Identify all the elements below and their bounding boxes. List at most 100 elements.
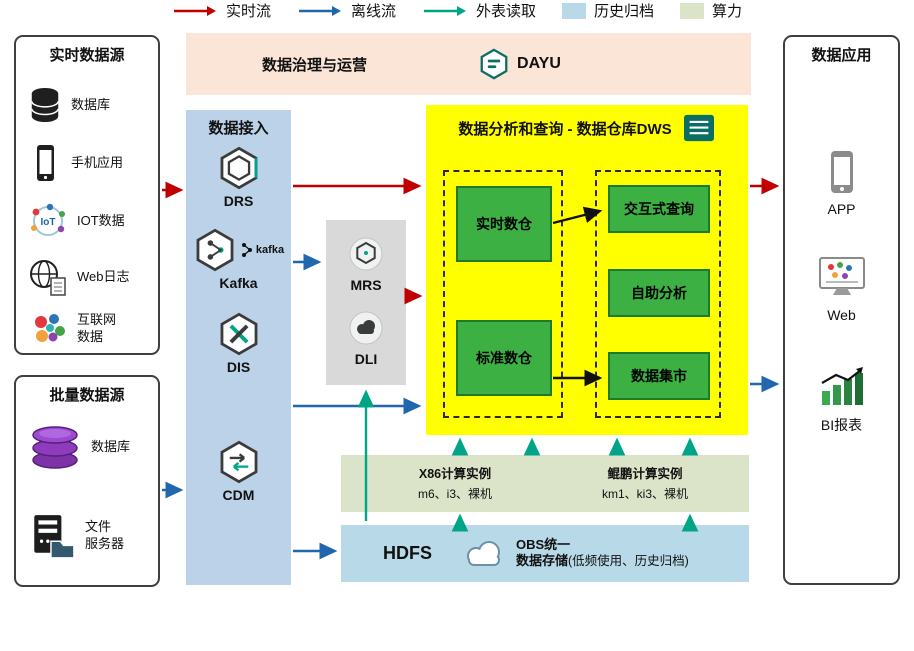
- purple-database-icon: [28, 422, 82, 472]
- dayu-icon: [479, 48, 509, 80]
- source-item-internet-data: 互联网 数据: [28, 303, 116, 355]
- source-item-label: 文件 服务器: [85, 519, 125, 551]
- legend-label: 算力: [712, 3, 743, 20]
- legend-item-realtime: 实时流: [172, 0, 271, 21]
- source-item-label: 手机应用: [71, 154, 124, 170]
- obs-text: OBS统一 数据存储(低频使用、历史归档): [516, 537, 689, 570]
- dws-left-group: 实时数仓 标准数仓: [443, 170, 563, 418]
- node-realtime-warehouse: 实时数仓: [456, 186, 552, 262]
- batch-sources-title: 批量数据源: [49, 387, 125, 404]
- ingestion-title: 数据接入: [208, 120, 269, 137]
- app-item-label: APP: [827, 201, 856, 217]
- internet-data-icon: [28, 310, 68, 348]
- app-item-label: BI报表: [820, 417, 863, 433]
- storage-box: HDFS OBS统一 数据存储(低频使用、历史归档): [341, 525, 749, 582]
- bi-chart-icon: [816, 365, 868, 409]
- app-item-app: APP: [785, 149, 898, 217]
- kafka-hexagon-icon: [193, 228, 237, 272]
- service-label: DLI: [354, 351, 378, 367]
- node-label: 交互式查询: [624, 201, 694, 217]
- obs-note: (低频使用、历史归档): [568, 554, 689, 569]
- compute-kunpeng-title: 鲲鹏计算实例: [607, 467, 683, 481]
- kafka-logo-text: kafka: [255, 244, 285, 256]
- legend-label: 实时流: [225, 3, 271, 20]
- globe-document-icon: [28, 257, 68, 297]
- source-item-batch-database: 数据库: [28, 415, 130, 479]
- obs-line2: 数据存储: [516, 553, 569, 569]
- node-standard-warehouse: 标准数仓: [456, 320, 552, 396]
- database-icon: [28, 86, 62, 124]
- source-item-label: IOT数据: [77, 212, 125, 228]
- compute-x86-sub: m6、i3、裸机: [417, 487, 492, 501]
- service-label: DIS: [226, 359, 251, 375]
- cdm-icon: [217, 440, 261, 484]
- dayu-product: DAYU: [479, 48, 561, 80]
- dws-document-icon: [682, 113, 716, 143]
- node-data-mart: 数据集市: [608, 352, 710, 400]
- dayu-label: DAYU: [517, 55, 561, 72]
- file-server-icon: [28, 512, 76, 560]
- node-label: 实时数仓: [476, 216, 532, 232]
- batch-sources-panel: 批量数据源 数据库 文件 服务器: [14, 375, 160, 587]
- mrs-icon: [346, 234, 386, 274]
- dli-icon: [346, 308, 386, 348]
- dws-header: 数据分析和查询 - 数据仓库DWS: [426, 105, 748, 143]
- legend-item-offline: 离线流: [297, 0, 396, 21]
- service-cdm: CDM: [186, 440, 291, 503]
- node-label: 自助分析: [631, 285, 687, 301]
- compute-kunpeng-sub: km1、ki3、裸机: [601, 487, 688, 501]
- archive-swatch: [562, 2, 586, 19]
- source-item-label: 数据库: [71, 96, 111, 112]
- node-label: 标准数仓: [476, 350, 532, 366]
- drs-icon: [217, 146, 261, 190]
- compute-x86-title: X86计算实例: [418, 467, 492, 481]
- applications-title: 数据应用: [811, 47, 872, 64]
- dws-title: 数据分析和查询 - 数据仓库DWS: [458, 120, 672, 138]
- source-item-label: 互联网 数据: [77, 312, 117, 344]
- hdfs-label: HDFS: [383, 543, 432, 563]
- app-item-web: Web: [785, 255, 898, 323]
- service-mrs: MRS: [326, 234, 406, 293]
- compute-x86: X86计算实例 m6、i3、裸机: [375, 463, 535, 502]
- ingestion-column: 数据接入 DRS kafka Kafka DIS: [186, 110, 291, 585]
- teal-arrow-icon: [422, 4, 468, 18]
- service-kafka: kafka Kafka: [186, 228, 291, 291]
- app-item-bi: BI报表: [785, 365, 898, 435]
- applications-panel: 数据应用 APP Web BI报表: [783, 35, 900, 585]
- legend: 实时流 离线流 外表读取 历史归档 算力: [0, 0, 914, 21]
- dws-box: 数据分析和查询 - 数据仓库DWS 实时数仓 标准数仓 交互式查询 自助分析 数…: [426, 105, 748, 435]
- service-label: Kafka: [219, 275, 258, 291]
- source-item-file-server: 文件 服务器: [28, 503, 124, 569]
- legend-label: 外表读取: [475, 3, 536, 20]
- iot-icon: IoT: [28, 202, 68, 240]
- governance-title: 数据治理与运营: [262, 56, 368, 74]
- svg-text:IoT: IoT: [41, 217, 56, 228]
- dis-icon: [217, 312, 261, 356]
- service-label: MRS: [350, 277, 382, 293]
- legend-item-archive: 历史归档: [562, 0, 654, 21]
- source-item-weblog: Web日志: [28, 251, 130, 303]
- node-self-service-analysis: 自助分析: [608, 269, 710, 317]
- realtime-sources-title: 实时数据源: [49, 47, 125, 64]
- compute-box: X86计算实例 m6、i3、裸机 鲲鹏计算实例 km1、ki3、裸机: [341, 455, 749, 512]
- node-label: 数据集市: [631, 368, 687, 384]
- governance-bar: 数据治理与运营 DAYU: [186, 33, 751, 95]
- obs-line1: OBS统一: [516, 537, 571, 553]
- node-interactive-query: 交互式查询: [608, 185, 710, 233]
- realtime-sources-panel: 实时数据源 数据库 手机应用 IoT IOT数据 Web日志: [14, 35, 160, 355]
- processing-box: MRS DLI: [326, 220, 406, 385]
- service-dis: DIS: [186, 312, 291, 375]
- legend-item-external-read: 外表读取: [422, 0, 536, 21]
- legend-label: 历史归档: [594, 3, 655, 20]
- dws-right-group: 交互式查询 自助分析 数据集市: [595, 170, 721, 418]
- app-item-label: Web: [827, 307, 856, 323]
- blue-arrow-icon: [297, 4, 343, 18]
- service-label: CDM: [222, 487, 255, 503]
- legend-item-compute-power: 算力: [680, 0, 742, 21]
- web-monitor-icon: [816, 255, 868, 301]
- red-arrow-icon: [172, 4, 218, 18]
- compute-kunpeng: 鲲鹏计算实例 km1、ki3、裸机: [560, 463, 730, 502]
- obs-cloud-icon: [460, 536, 508, 572]
- service-drs: DRS: [186, 146, 291, 209]
